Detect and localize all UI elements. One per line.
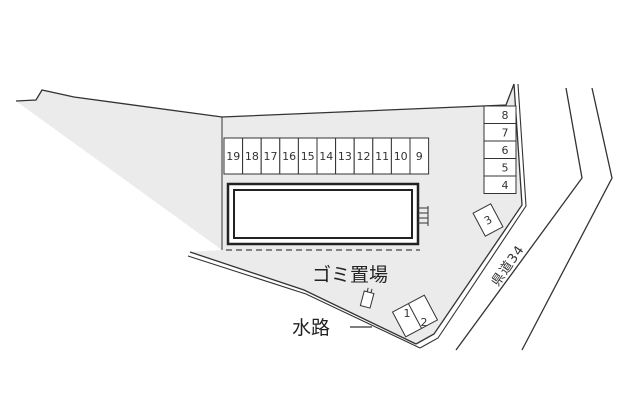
- stall-box: [483, 140, 517, 159]
- stall-label: 19: [226, 150, 240, 163]
- stall-box: [483, 158, 517, 177]
- parking-stall-15: 15: [297, 137, 318, 175]
- garbage-area-label: ゴミ置場: [312, 264, 388, 286]
- road-edge-far: [521, 87, 613, 351]
- stall-2-label: 2: [421, 316, 428, 329]
- stall-label: 7: [502, 127, 509, 140]
- stall-box: [409, 137, 430, 175]
- parking-stall-17: 17: [260, 137, 281, 175]
- parking-stall-12: 12: [353, 137, 374, 175]
- stall-label: 11: [375, 150, 389, 163]
- stall-label: 13: [338, 150, 352, 163]
- parking-stall-5: 5: [483, 158, 517, 177]
- stall-box: [483, 175, 517, 194]
- lot-boundary-upper: [15, 83, 515, 118]
- parking-stall-pair: [391, 294, 439, 338]
- lot-boundary-lower: [189, 251, 417, 345]
- lot-boundary-right: [415, 83, 523, 345]
- stall-box: [483, 105, 517, 124]
- building-inner: [233, 189, 413, 239]
- stall-label: 10: [394, 150, 408, 163]
- stall-label: 8: [502, 109, 509, 122]
- parking-stall-2: 2: [421, 316, 428, 329]
- road-label: 県道34: [489, 243, 528, 290]
- parking-stall-7: 7: [483, 123, 517, 142]
- parking-stall-1: 1: [404, 307, 411, 320]
- parking-row-top: 19 18 17 16 15 14 13 12 11 10 9: [223, 137, 430, 175]
- parking-stall-10: 10: [390, 137, 411, 175]
- parking-stall-4: 4: [483, 175, 517, 194]
- parking-stall-11: 11: [372, 137, 392, 175]
- stall-label: 17: [264, 150, 278, 163]
- stall-label: 12: [357, 150, 371, 163]
- parking-stall-6: 6: [483, 140, 517, 159]
- stall-label: 5: [502, 162, 509, 175]
- road-edge-near: [455, 87, 583, 351]
- parking-stall-14: 14: [316, 137, 337, 175]
- parking-stall-18: 18: [242, 137, 262, 175]
- stall-label: 9: [416, 150, 423, 163]
- parking-stall-16: 16: [279, 137, 299, 175]
- waterway-label: 水路: [292, 317, 330, 339]
- building-stairs: [418, 206, 429, 226]
- parking-stall-19: 19: [223, 137, 244, 175]
- lot-boundary-lower-inner: [187, 255, 421, 349]
- stall-box: [483, 123, 517, 142]
- stall-label: 15: [301, 150, 315, 163]
- parking-stall-3: 3: [472, 203, 504, 237]
- parking-stall-8: 8: [483, 105, 517, 124]
- stall-label: 16: [282, 150, 296, 163]
- parking-column-right: 8 7 6 5 4: [483, 105, 517, 194]
- garbage-bin-icon: [359, 287, 375, 309]
- stall-label: 18: [245, 150, 259, 163]
- parking-stall-9: 9: [409, 137, 430, 175]
- parking-stall-13: 13: [335, 137, 355, 175]
- stall-1-label: 1: [404, 307, 411, 320]
- stall-label: 4: [502, 179, 509, 192]
- stall-label: 14: [319, 150, 333, 163]
- stall-label: 6: [502, 144, 509, 157]
- lot-boundary-right-inner: [419, 83, 527, 349]
